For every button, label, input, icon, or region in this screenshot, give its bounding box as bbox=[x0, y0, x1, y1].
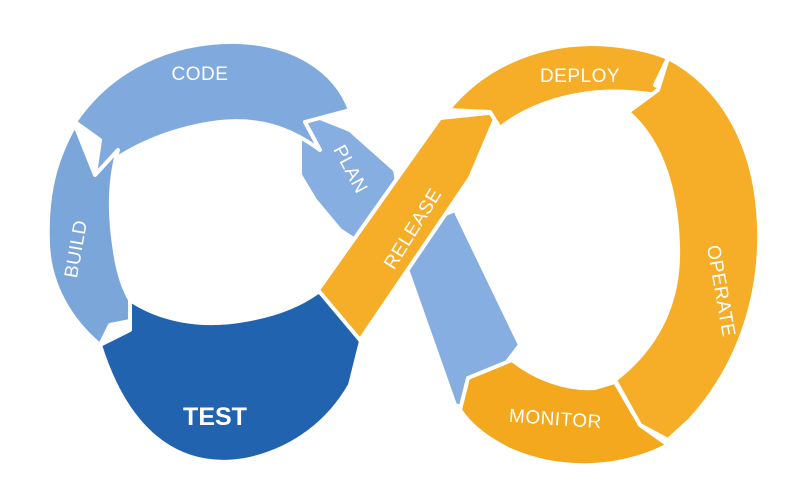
test-label: TEST bbox=[183, 403, 247, 431]
code-segment bbox=[73, 39, 352, 177]
monitor-segment bbox=[458, 358, 670, 468]
release-segment bbox=[316, 110, 500, 342]
operate-segment bbox=[613, 56, 762, 442]
code-label: CODE bbox=[172, 64, 229, 85]
deploy-label: DEPLOY bbox=[540, 66, 620, 87]
build-segment bbox=[45, 123, 147, 347]
test-segment bbox=[98, 290, 372, 464]
